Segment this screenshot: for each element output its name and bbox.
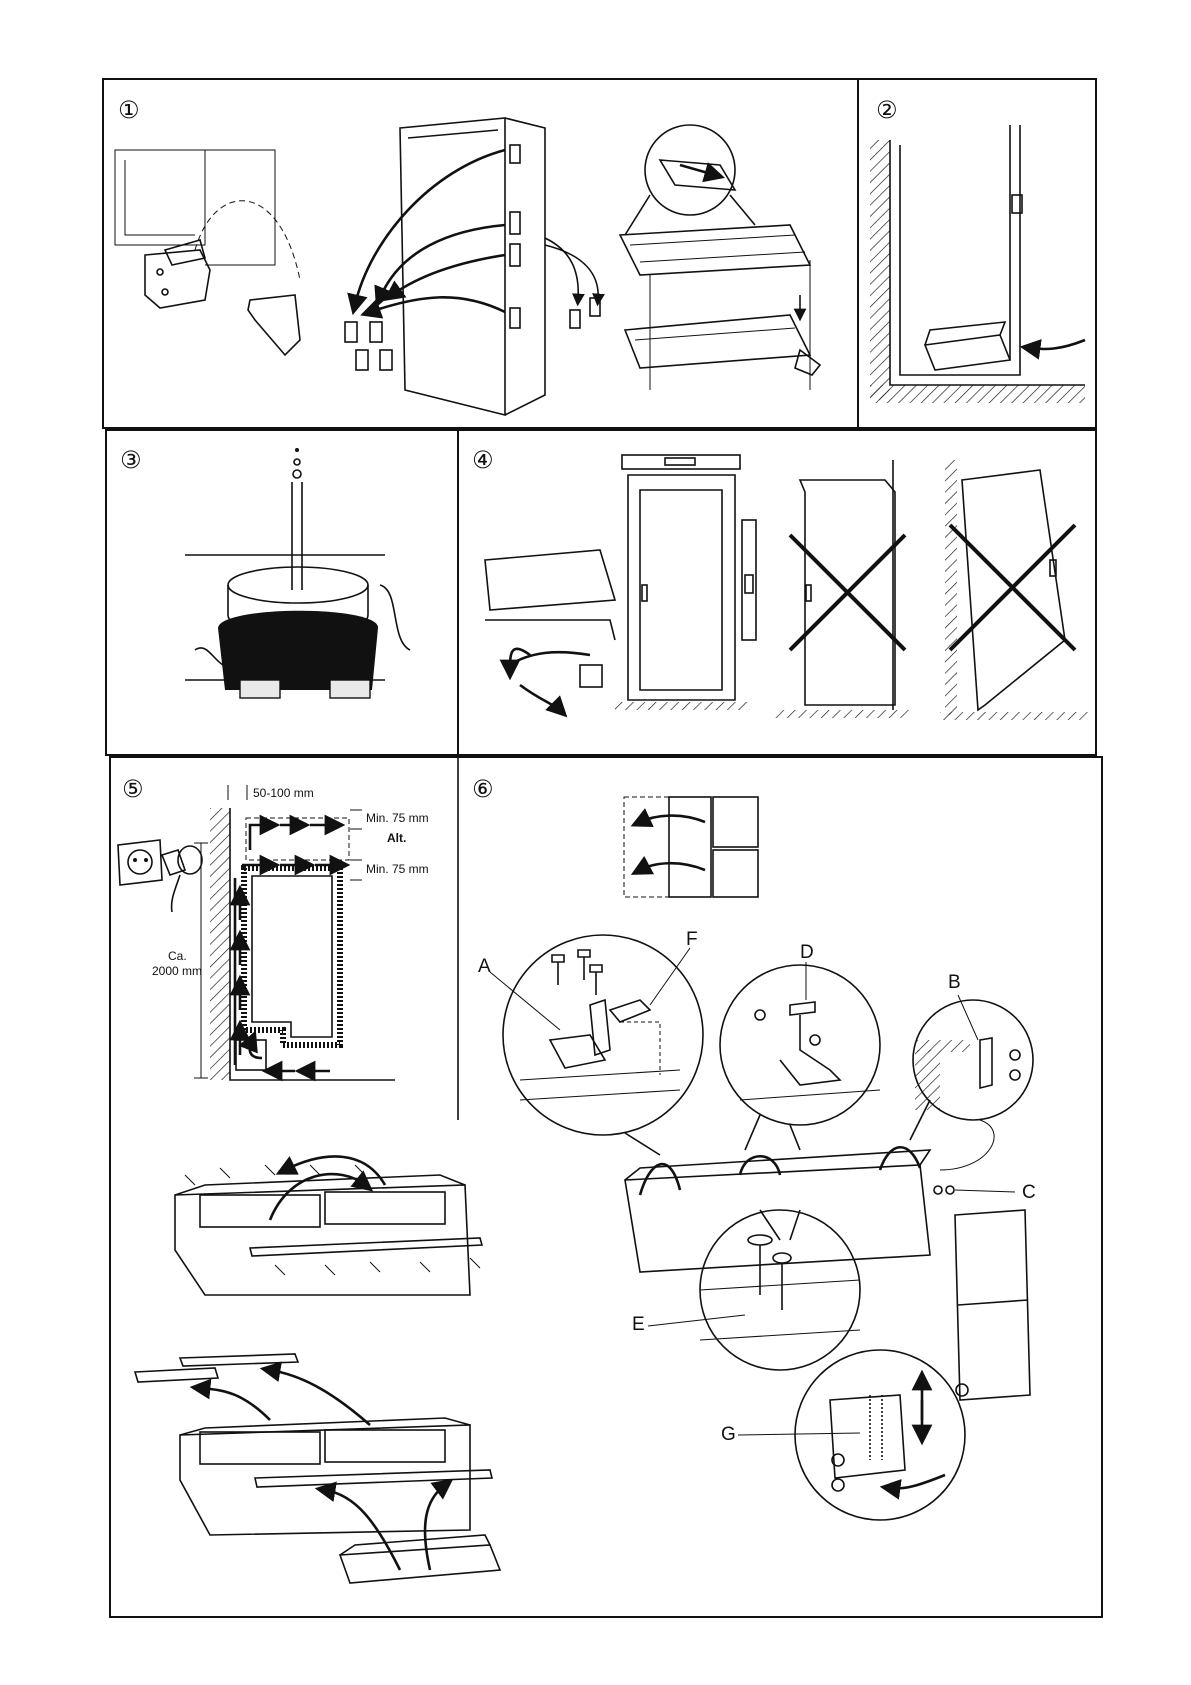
step-3-number: ③: [120, 446, 142, 474]
callout-b: B: [948, 972, 961, 993]
step-2-number: ②: [876, 96, 898, 124]
alt-label: Alt.: [387, 831, 406, 845]
step-4-number: ④: [472, 446, 494, 474]
min-top-label: Min. 75 mm: [366, 811, 429, 825]
min-mid-label: Min. 75 mm: [366, 862, 429, 876]
gap-label: 50-100 mm: [253, 786, 314, 800]
callout-d: D: [800, 942, 814, 963]
step-1-number: ①: [118, 96, 140, 124]
callout-c: C: [1022, 1182, 1036, 1203]
step-6-number: ⑥: [472, 775, 494, 803]
callout-a: A: [478, 956, 491, 977]
height-value-label: 2000 mm: [152, 964, 202, 978]
step-5-number: ⑤: [122, 775, 144, 803]
callout-e: E: [632, 1314, 645, 1335]
panel-frames: [103, 79, 1102, 1617]
callout-g: G: [721, 1424, 736, 1445]
height-prefix-label: Ca.: [168, 949, 187, 963]
callout-f: F: [686, 929, 698, 950]
